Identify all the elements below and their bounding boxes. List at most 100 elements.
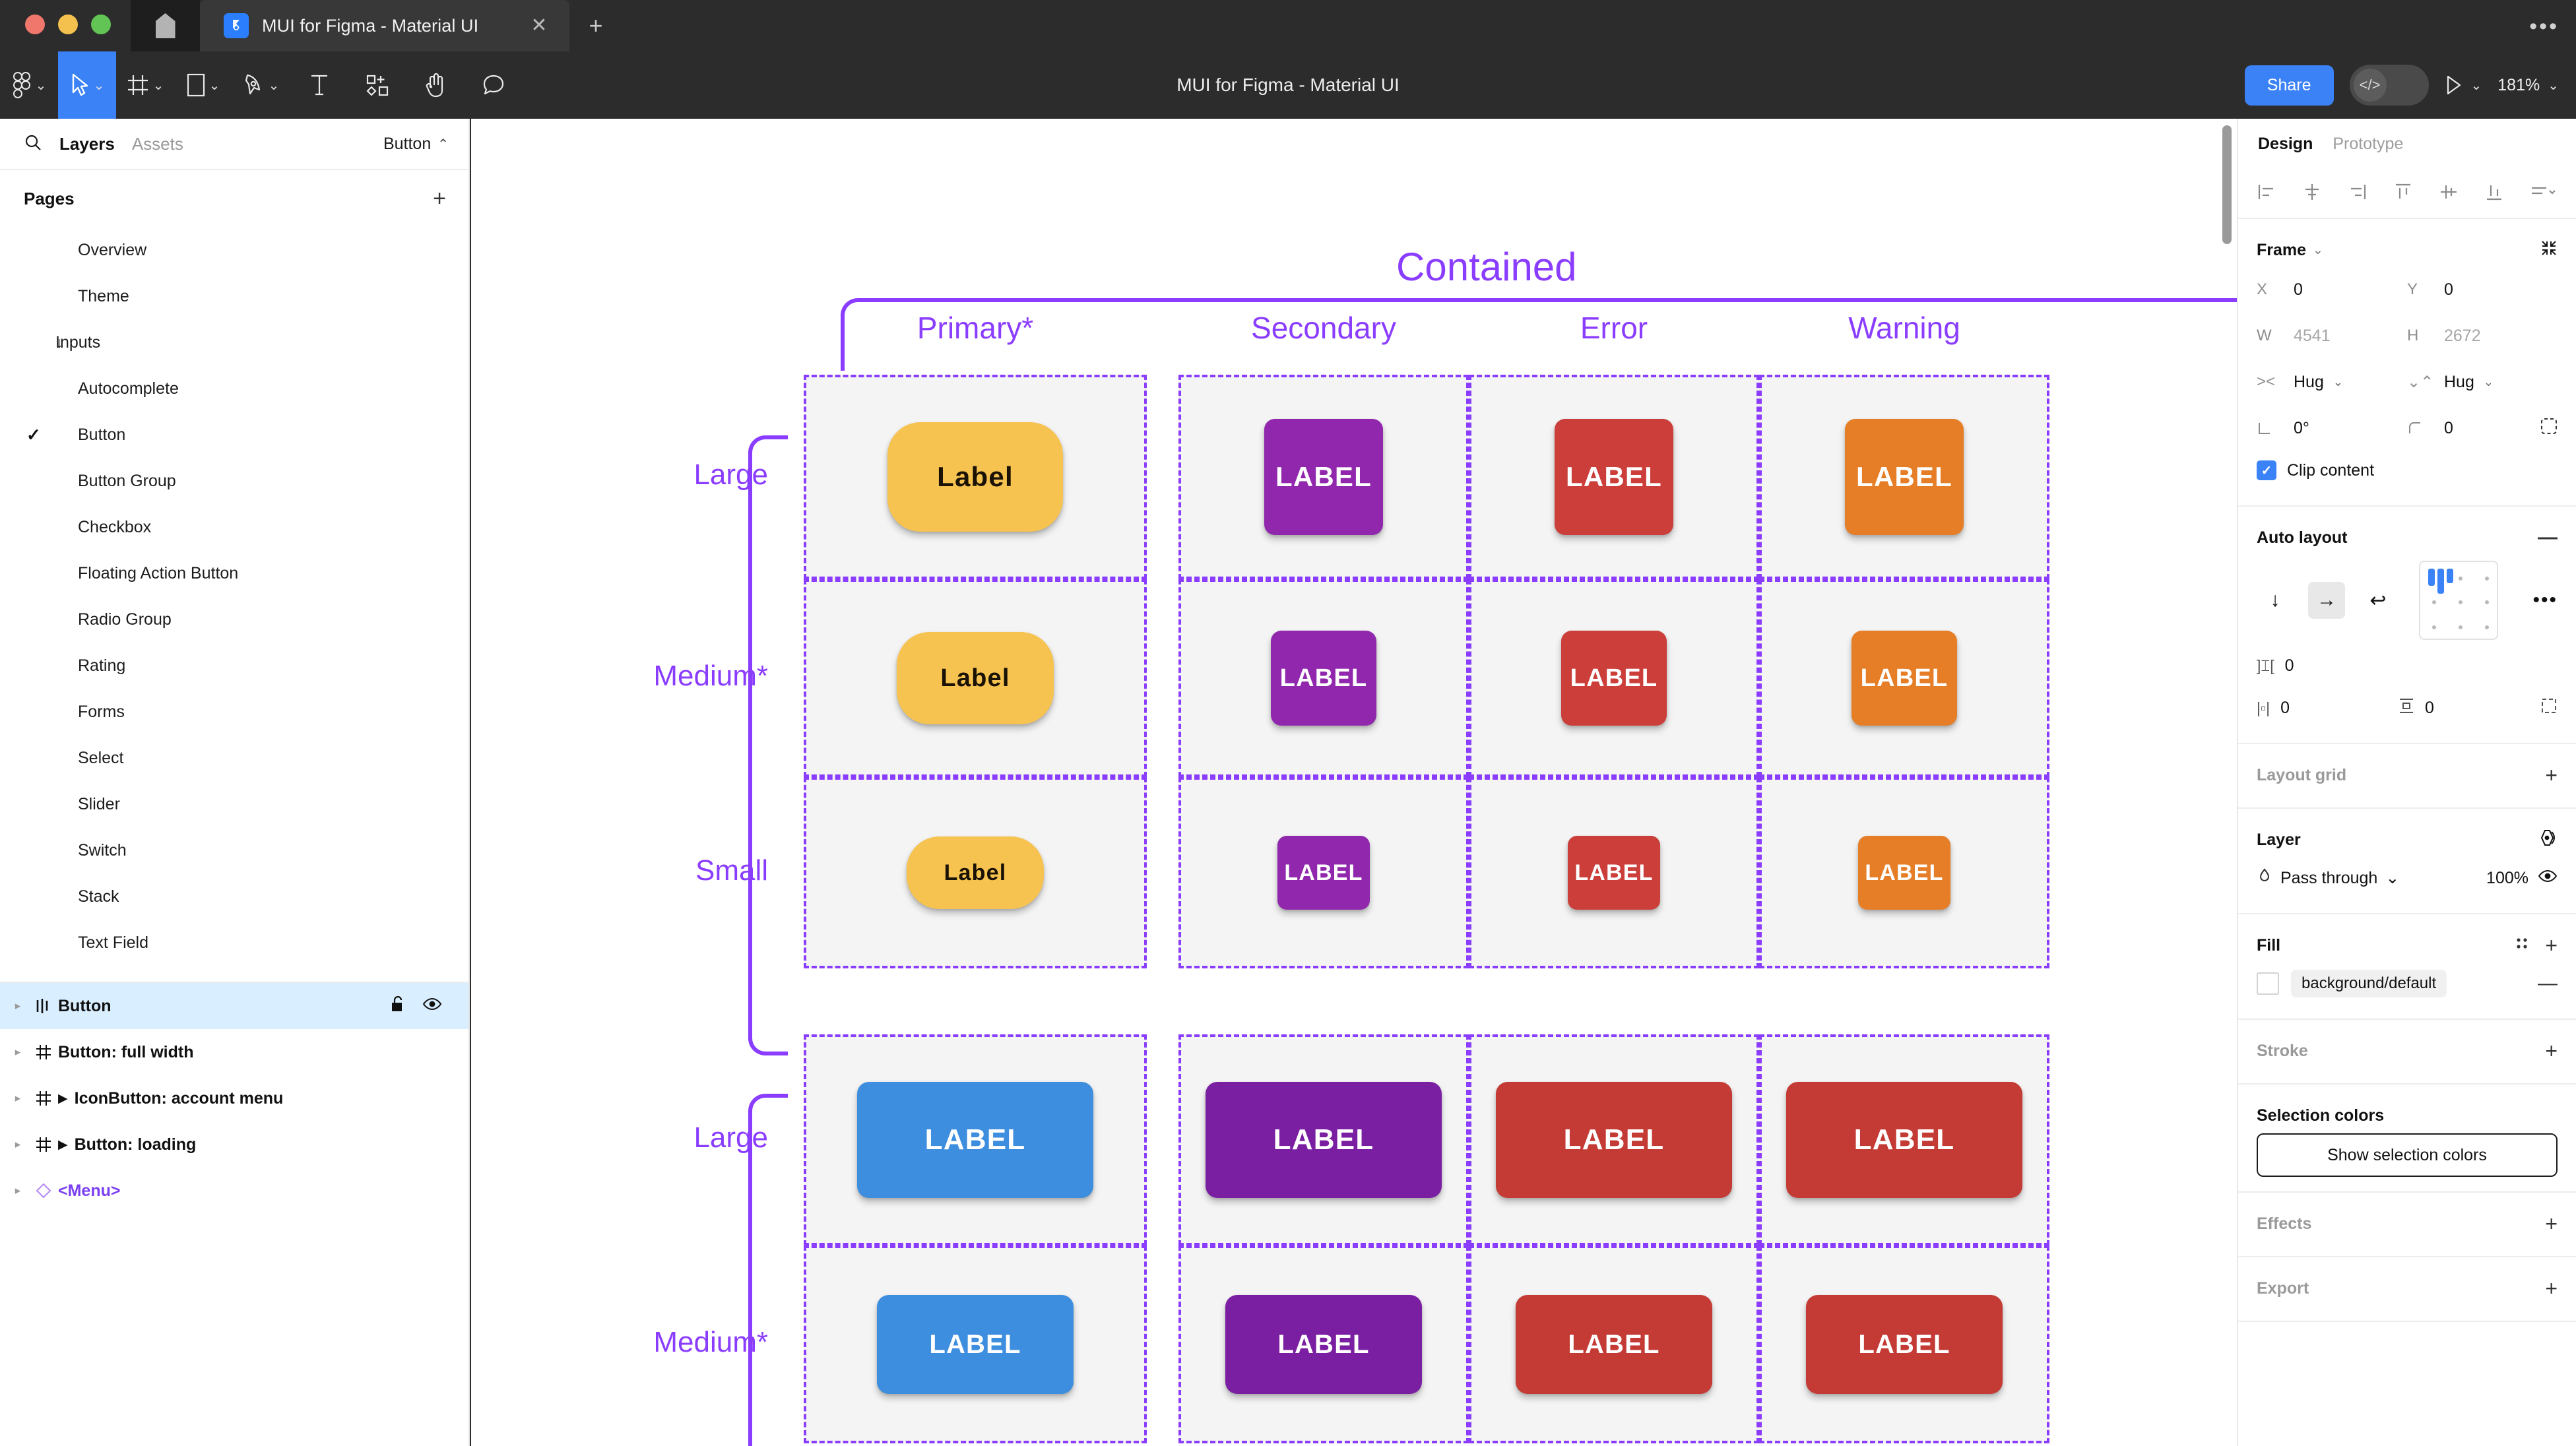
tab-layers[interactable]: Layers [59,133,115,154]
add-page-icon[interactable]: + [433,185,446,211]
disclosure-triangle-icon[interactable]: ▸ [15,1046,21,1058]
individual-padding-button[interactable] [2540,687,2558,728]
pen-tool[interactable]: ⌄ [232,51,290,119]
present-button[interactable]: ⌄ [2445,75,2482,96]
comment-tool[interactable] [465,51,523,119]
mui-button[interactable]: LABEL [1568,836,1660,910]
auto-layout-padding-vertical[interactable]: 0 [2399,687,2540,728]
canvas-scrollbar[interactable] [2222,125,2232,244]
align-right-icon[interactable] [2348,182,2367,205]
disclosure-triangle-icon[interactable]: ▸ [15,1138,21,1150]
page-item-checkbox[interactable]: Checkbox [0,504,468,550]
file-tab[interactable]: MUI for Figma - Material UI ✕ [200,0,569,51]
frame-resize-height[interactable]: ⌄⌃ Hug ⌄ [2407,360,2558,404]
unlock-icon[interactable] [391,995,405,1017]
page-item-stack[interactable]: Stack [0,873,468,920]
add-stroke-icon[interactable]: + [2545,1038,2558,1063]
collapse-icon[interactable] [2540,239,2558,261]
frame-corner-radius[interactable]: 0 [2407,406,2558,450]
close-tab-icon[interactable]: ✕ [531,15,548,36]
page-item-button-group[interactable]: Button Group [0,458,468,504]
remove-auto-layout-icon[interactable]: — [2538,526,2558,548]
clip-content-row[interactable]: ✓ Clip content [2257,450,2558,491]
mui-button[interactable]: LABEL [1225,1295,1422,1394]
add-fill-icon[interactable]: + [2545,933,2558,957]
alignment-pad[interactable] [2419,561,2498,640]
style-picker-icon[interactable] [2513,935,2530,957]
layer-blend-row[interactable]: Pass through ⌄ 100% [2257,858,2558,898]
page-item-rating[interactable]: Rating [0,643,468,689]
mui-button[interactable]: LABEL [1845,419,1964,535]
mui-button[interactable]: LABEL [1264,419,1383,535]
add-export-icon[interactable]: + [2545,1276,2558,1300]
mui-button[interactable]: LABEL [1271,631,1376,726]
search-icon[interactable] [24,133,42,155]
hand-tool[interactable] [406,51,465,119]
eye-icon[interactable] [422,997,442,1016]
disclosure-triangle-icon[interactable]: ▸ [15,999,21,1012]
resources-tool[interactable] [348,51,406,119]
auto-layout-more-icon[interactable]: ••• [2532,589,2558,611]
remove-fill-icon[interactable]: — [2538,972,2558,994]
mui-button[interactable]: Label [887,422,1063,532]
fill-color-swatch[interactable] [2257,972,2279,995]
layer-row[interactable]: ▸Button: full width [0,1029,468,1075]
mui-button[interactable]: LABEL [1496,1082,1732,1198]
layer-opacity-value[interactable]: 100% [2486,868,2528,887]
show-selection-colors-button[interactable]: Show selection colors [2257,1133,2558,1177]
page-item-theme[interactable]: Theme [0,273,468,319]
frame-name-contained[interactable]: Contained [1396,245,1577,289]
page-item-radio-group[interactable]: Radio Group [0,596,468,643]
clip-content-checkbox[interactable]: ✓ [2257,460,2276,480]
page-item-select[interactable]: Select [0,735,468,781]
home-button[interactable] [131,0,200,51]
close-window-button[interactable] [25,15,45,34]
mui-button[interactable]: LABEL [877,1295,1074,1394]
auto-layout-padding-horizontal[interactable]: |▫| 0 [2257,687,2399,728]
layer-style-icon[interactable] [2539,829,2558,851]
mui-button[interactable]: Label [897,632,1054,724]
frame-width[interactable]: W 4541 [2257,314,2407,358]
chevron-down-icon[interactable]: ⌄ [2313,243,2323,257]
auto-layout-gap[interactable]: ]⌶[ 0 [2257,645,2399,686]
window-menu-icon[interactable]: ••• [2529,14,2559,39]
independent-corners-icon[interactable] [2540,418,2558,439]
zoom-menu[interactable]: 181% ⌄ [2497,76,2559,95]
move-tool[interactable]: ⌄ [58,51,116,119]
frame-rotation[interactable]: 0° [2257,406,2407,450]
add-effect-icon[interactable]: + [2545,1211,2558,1236]
wrap-icon[interactable]: ↩ [2369,589,2387,612]
disclosure-triangle-icon[interactable]: ▸ [15,1184,21,1197]
tab-prototype[interactable]: Prototype [2333,134,2404,153]
add-layout-grid-icon[interactable]: + [2545,763,2558,787]
figma-menu-button[interactable]: ⌄ [0,51,58,119]
align-vertical-center-icon[interactable] [2439,182,2459,205]
arrow-down-icon[interactable]: ↓ [2270,589,2280,611]
mui-button[interactable]: LABEL [1277,836,1370,910]
disclosure-triangle-icon[interactable]: ▸ [15,1092,21,1104]
mui-button[interactable]: LABEL [1516,1295,1712,1394]
fill-token-label[interactable]: background/default [2291,970,2447,997]
distribute-icon[interactable] [2530,182,2558,205]
frame-tool[interactable]: ⌄ [116,51,174,119]
text-tool[interactable] [290,51,348,119]
page-item-floating-action-button[interactable]: Floating Action Button [0,550,468,596]
share-button[interactable]: Share [2244,65,2334,106]
mui-button[interactable]: LABEL [1852,631,1957,726]
mui-button[interactable]: LABEL [1858,836,1950,910]
layer-row[interactable]: ▸▶IconButton: account menu [0,1075,468,1121]
page-item-button[interactable]: ✓Button [0,412,468,458]
tab-assets[interactable]: Assets [131,133,183,154]
align-top-icon[interactable] [2393,182,2413,205]
mui-button[interactable]: LABEL [1555,419,1673,535]
mui-button[interactable]: Label [907,836,1044,909]
arrow-right-icon[interactable]: → [2308,582,2345,619]
layer-row[interactable]: ▸▶Button: loading [0,1121,468,1168]
page-item-inputs[interactable]: ↓Inputs [0,319,468,365]
page-item-switch[interactable]: Switch [0,827,468,873]
page-selector[interactable]: Button ⌃ [383,135,449,154]
minimize-window-button[interactable] [58,15,78,34]
dev-mode-toggle[interactable]: </> [2349,65,2429,106]
align-left-icon[interactable] [2257,182,2276,205]
layer-row[interactable]: ▸<Menu> [0,1168,468,1214]
